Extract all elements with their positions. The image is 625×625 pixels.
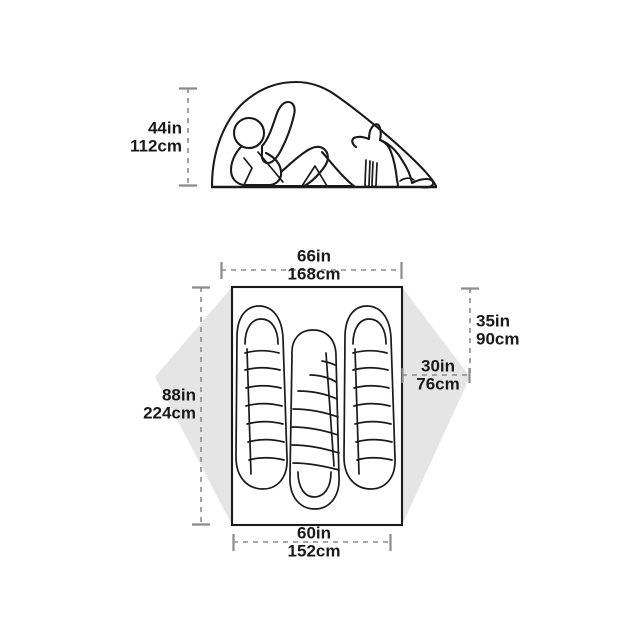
dimension-vestibule-depth-imperial: 30in (421, 356, 455, 375)
person-reclining (229, 100, 356, 188)
dimension-vestibule-span-imperial: 35in (476, 311, 510, 330)
sleeping-bag-center-zipper (325, 352, 335, 467)
dimension-length-metric: 224cm (143, 403, 196, 422)
person-forearm (257, 151, 284, 183)
dog-tail (399, 177, 415, 182)
sleeping-bag-left (235, 305, 288, 490)
sleeping-bag-center-baffle-1 (321, 360, 336, 366)
dimension-foot-width-metric: 152cm (288, 541, 341, 560)
dog-front-leg-1 (364, 159, 371, 188)
person-hip-detail (243, 157, 253, 186)
dimension-vestibule-depth-metric: 76cm (416, 374, 459, 393)
dog-body-outline (351, 123, 400, 189)
sleeping-bag-left-zipper (246, 348, 252, 475)
dimension-head-width-imperial: 66in (297, 246, 331, 265)
sleeping-bag-center-baffle-4 (292, 408, 339, 418)
person-leg-bent (279, 145, 329, 188)
dimension-height: 44in 112cm (130, 87, 197, 187)
dimension-height-imperial: 44in (148, 118, 182, 137)
sleeping-bag-right-baffle-6 (355, 438, 393, 443)
dimension-height-metric: 112cm (130, 136, 182, 155)
sleeping-bag-center-baffle-5 (291, 426, 339, 436)
sleeping-bag-center-baffle-7 (292, 462, 340, 471)
sleeping-bag-right-outer (343, 305, 396, 490)
dimension-vestibule-depth: 30in 76cm (401, 356, 471, 393)
dimension-head-width-metric: 168cm (288, 264, 341, 283)
dog-sitting (351, 123, 435, 189)
person-torso (229, 145, 283, 187)
sleeping-bag-right (343, 305, 396, 490)
sleeping-bag-center-inner (297, 471, 332, 498)
sleeping-bag-left-baffle-6 (247, 438, 285, 443)
sleeping-bag-left-inner (244, 318, 279, 345)
sleeping-bag-center-baffle-2 (309, 374, 337, 383)
side-elevation-view: 44in 112cm (130, 80, 438, 189)
dimension-length: 88in 224cm (143, 286, 210, 526)
sleeping-bag-center (289, 329, 340, 510)
sleeping-bag-center-baffle-6 (291, 444, 340, 454)
tent-floor-rect (230, 285, 404, 527)
sleeping-bag-center-baffle-3 (297, 390, 338, 400)
person-knee-detail (301, 165, 328, 187)
floor-plan-view: 66in 168cm 88in 224cm 60in 152cm (143, 246, 519, 560)
dimension-head-width: 66in 168cm (220, 246, 403, 283)
person-head (232, 116, 266, 150)
sleeping-bag-right-baffle-7 (356, 456, 393, 461)
dimension-foot-width-imperial: 60in (297, 523, 331, 542)
sleeping-bag-left-outer (235, 305, 288, 490)
sleeping-bag-left-baffle-7 (248, 456, 285, 461)
dog-front-leg-2 (371, 161, 378, 188)
person-leg-straight (268, 150, 356, 188)
dog-back-haunch (374, 138, 435, 189)
dimension-foot-width: 60in 152cm (232, 523, 392, 560)
dimension-vestibule-span: 35in 90cm (461, 287, 519, 375)
dimension-vestibule-span-metric: 90cm (476, 329, 519, 348)
vestibule-right (402, 287, 470, 525)
dimension-length-imperial: 88in (162, 385, 196, 404)
sleeping-bag-center-outer (289, 329, 340, 510)
vestibule-left (155, 287, 232, 525)
tent-dome-outline (210, 80, 438, 188)
sleeping-bag-right-inner (352, 318, 387, 345)
sleeping-bag-right-zipper (354, 348, 360, 475)
